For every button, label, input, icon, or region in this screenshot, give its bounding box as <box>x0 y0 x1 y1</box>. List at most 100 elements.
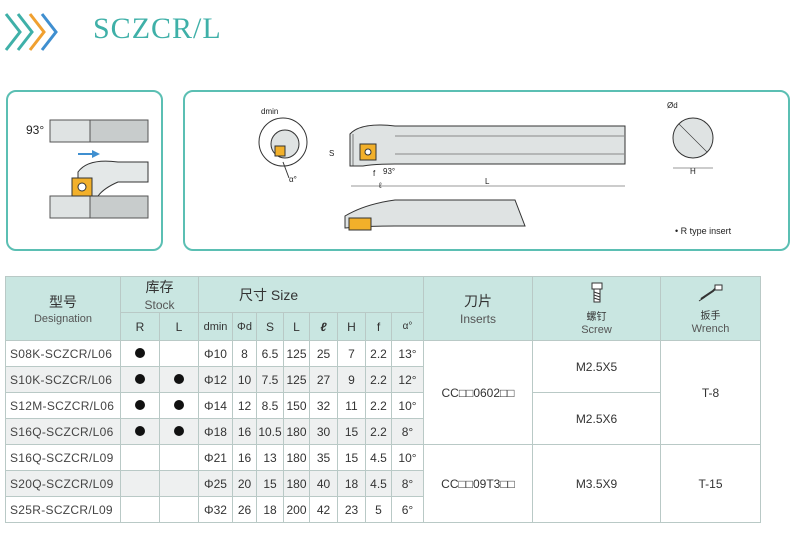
alpha-cell: 10° <box>391 392 424 419</box>
table-row: S20Q-SCZCR/L09 Φ25 20 15 180 40 18 4.5 8… <box>5 470 761 497</box>
stock-r-cell <box>120 340 160 367</box>
h-cell: 15 <box>337 444 366 471</box>
alpha-label: α° <box>289 175 297 184</box>
stock-r-cell <box>120 366 160 393</box>
length-header: L <box>283 312 310 341</box>
stock-l-cell <box>159 496 199 523</box>
length-cell: 180 <box>283 418 310 445</box>
dmin-cell: Φ12 <box>198 366 233 393</box>
d-cell: 16 <box>232 444 257 471</box>
f-cell: 2.2 <box>365 340 392 367</box>
designation-cell: S16Q-SCZCR/L06 <box>5 418 121 445</box>
f-cell: 4.5 <box>365 444 392 471</box>
s-cell: 18 <box>256 496 284 523</box>
screw-cell: M2.5X6 <box>532 392 661 445</box>
l-small-cell: 40 <box>309 470 338 497</box>
alpha-cell: 8° <box>391 418 424 445</box>
table-row: S10K-SCZCR/L06 Φ12 10 7.5 125 27 9 2.2 1… <box>5 366 761 393</box>
stock-r-cell <box>120 418 160 445</box>
wrench-cell: T-15 <box>660 444 761 523</box>
f-label: f <box>373 169 376 178</box>
s-label: S <box>329 149 334 158</box>
stock-l-cell <box>159 340 199 367</box>
wrench-cell: T-8 <box>660 340 761 445</box>
s-header: S <box>256 312 284 341</box>
in-stock-dot-icon <box>135 373 145 384</box>
alpha-cell: 13° <box>391 340 424 367</box>
stock-r-cell <box>120 444 160 471</box>
f-header: f <box>365 312 392 341</box>
stock-l-cell <box>159 392 199 419</box>
stock-r-cell <box>120 392 160 419</box>
screw-cell: M2.5X5 <box>532 340 661 393</box>
H-label: H <box>690 167 696 176</box>
wrench-header: 扳手 Wrench <box>660 276 761 341</box>
dmin-cell: Φ32 <box>198 496 233 523</box>
L-label: L <box>485 177 490 186</box>
angle-label: 93° <box>26 123 44 137</box>
d-cell: 8 <box>232 340 257 367</box>
wrench-icon <box>698 284 722 301</box>
designation-header: 型号 Designation <box>5 276 121 341</box>
table-row: S08K-SCZCR/L06 Φ10 8 6.5 125 25 7 2.2 13… <box>5 340 761 445</box>
stock-l-cell <box>159 444 199 471</box>
length-cell: 125 <box>283 366 310 393</box>
table-row: S25R-SCZCR/L09 Φ32 26 18 200 42 23 5 6° <box>5 496 761 523</box>
size-header: 尺寸 Size <box>198 276 424 313</box>
stock-l-cell <box>159 470 199 497</box>
h-cell: 9 <box>337 366 366 393</box>
f-cell: 2.2 <box>365 366 392 393</box>
dmin-label: dmin <box>261 107 278 116</box>
l-small-cell: 35 <box>309 444 338 471</box>
insert-cell: CC□□0602□□ <box>423 340 533 445</box>
in-stock-dot-icon <box>174 373 184 384</box>
page-title: SCZCR/L <box>93 12 222 45</box>
d-cell: 26 <box>232 496 257 523</box>
dimension-diagram-panel: dmin α° S f 93° ℓ L Ød H • R type insert <box>183 90 790 251</box>
specification-table: 型号 Designation 库存 Stock 尺寸 Size 刀片 Inser… <box>5 276 761 523</box>
stock-r-header: R <box>120 312 160 341</box>
in-stock-dot-icon <box>174 399 184 410</box>
screw-icon <box>591 282 602 302</box>
h-cell: 7 <box>337 340 366 367</box>
phi-d-label: Ød <box>667 101 678 110</box>
dmin-cell: Φ18 <box>198 418 233 445</box>
h-header: H <box>337 312 366 341</box>
in-stock-dot-icon <box>135 399 145 410</box>
angle-93-label: 93° <box>383 167 395 176</box>
h-cell: 18 <box>337 470 366 497</box>
d-cell: 16 <box>232 418 257 445</box>
dmin-cell: Φ10 <box>198 340 233 367</box>
stock-l-cell <box>159 366 199 393</box>
h-cell: 15 <box>337 418 366 445</box>
dmin-cell: Φ21 <box>198 444 233 471</box>
l-small-cell: 30 <box>309 418 338 445</box>
h-cell: 11 <box>337 392 366 419</box>
alpha-cell: 6° <box>391 496 424 523</box>
stock-header: 库存 Stock <box>120 276 199 313</box>
stock-r-cell <box>120 470 160 497</box>
designation-cell: S12M-SCZCR/L06 <box>5 392 121 419</box>
in-stock-dot-icon <box>135 425 145 436</box>
d-cell: 12 <box>232 392 257 419</box>
s-cell: 10.5 <box>256 418 284 445</box>
dmin-header: dmin <box>198 312 233 341</box>
stock-l-cell <box>159 418 199 445</box>
alpha-header: α° <box>391 312 424 341</box>
d-cell: 10 <box>232 366 257 393</box>
d-cell: 20 <box>232 470 257 497</box>
table-row: S12M-SCZCR/L06 Φ14 12 8.5 150 32 11 2.2 … <box>5 392 761 445</box>
table-row: S16Q-SCZCR/L09 Φ21 16 13 180 35 15 4.5 1… <box>5 444 761 523</box>
f-cell: 2.2 <box>365 418 392 445</box>
inserts-header: 刀片 Inserts <box>423 276 533 341</box>
tool-dimensions-diagram: dmin α° S f 93° ℓ L Ød H <box>258 101 714 231</box>
s-cell: 15 <box>256 470 284 497</box>
s-cell: 13 <box>256 444 284 471</box>
insert-cell: CC□□09T3□□ <box>423 444 533 523</box>
s-cell: 6.5 <box>256 340 284 367</box>
in-stock-dot-icon <box>135 347 145 358</box>
dmin-cell: Φ25 <box>198 470 233 497</box>
alpha-cell: 12° <box>391 366 424 393</box>
boring-bar-in-bore-diagram: 93° <box>26 119 149 219</box>
s-cell: 7.5 <box>256 366 284 393</box>
